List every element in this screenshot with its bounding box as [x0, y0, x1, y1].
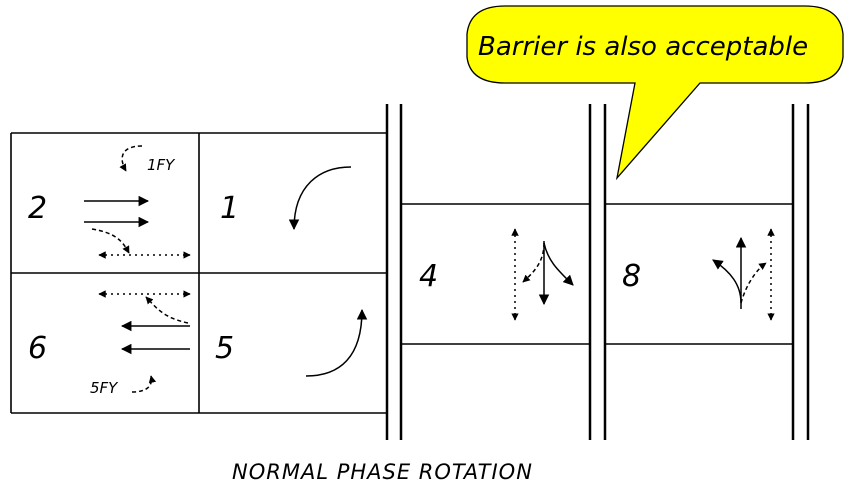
barriers [385, 104, 810, 440]
permissive-right-arrow [91, 228, 130, 254]
diagram-caption: NORMAL PHASE ROTATION [232, 460, 533, 484]
left-ring-box [10, 132, 387, 414]
phase-2-label: 2 [28, 191, 47, 226]
left-turn-arrow [288, 166, 352, 231]
phase-2-movements [84, 145, 191, 259]
left-turn-arrow [305, 308, 368, 377]
phase-6-label: 6 [28, 331, 47, 366]
phase-1-label: 1 [220, 191, 239, 226]
left-turn-arrow [712, 259, 742, 304]
flash-label-1fy: 1FY [147, 156, 176, 174]
permissive-right-arrow [145, 296, 189, 324]
callout: Barrier is also acceptable [466, 5, 844, 181]
phase-5-label: 5 [215, 331, 234, 366]
phase-8-movements [712, 228, 775, 321]
callout-bubble [466, 5, 844, 181]
flashing-left-arrow [131, 375, 157, 393]
flash-label-5fy: 5FY [90, 379, 119, 397]
left-turn-arrow [522, 242, 545, 283]
callout-text: Barrier is also acceptable [478, 32, 808, 62]
right-turn-arrow [543, 242, 574, 286]
flashing-left-arrow [119, 145, 143, 172]
phase-4-label: 4 [419, 259, 438, 294]
phase-8-label: 8 [622, 259, 641, 294]
phase-6-movements [98, 290, 191, 393]
middle-ring-box [401, 203, 793, 345]
phase-4-movements [511, 228, 574, 321]
phase-1-movements [288, 166, 352, 231]
phase-5-movements [305, 308, 368, 377]
right-turn-arrow [740, 262, 767, 304]
